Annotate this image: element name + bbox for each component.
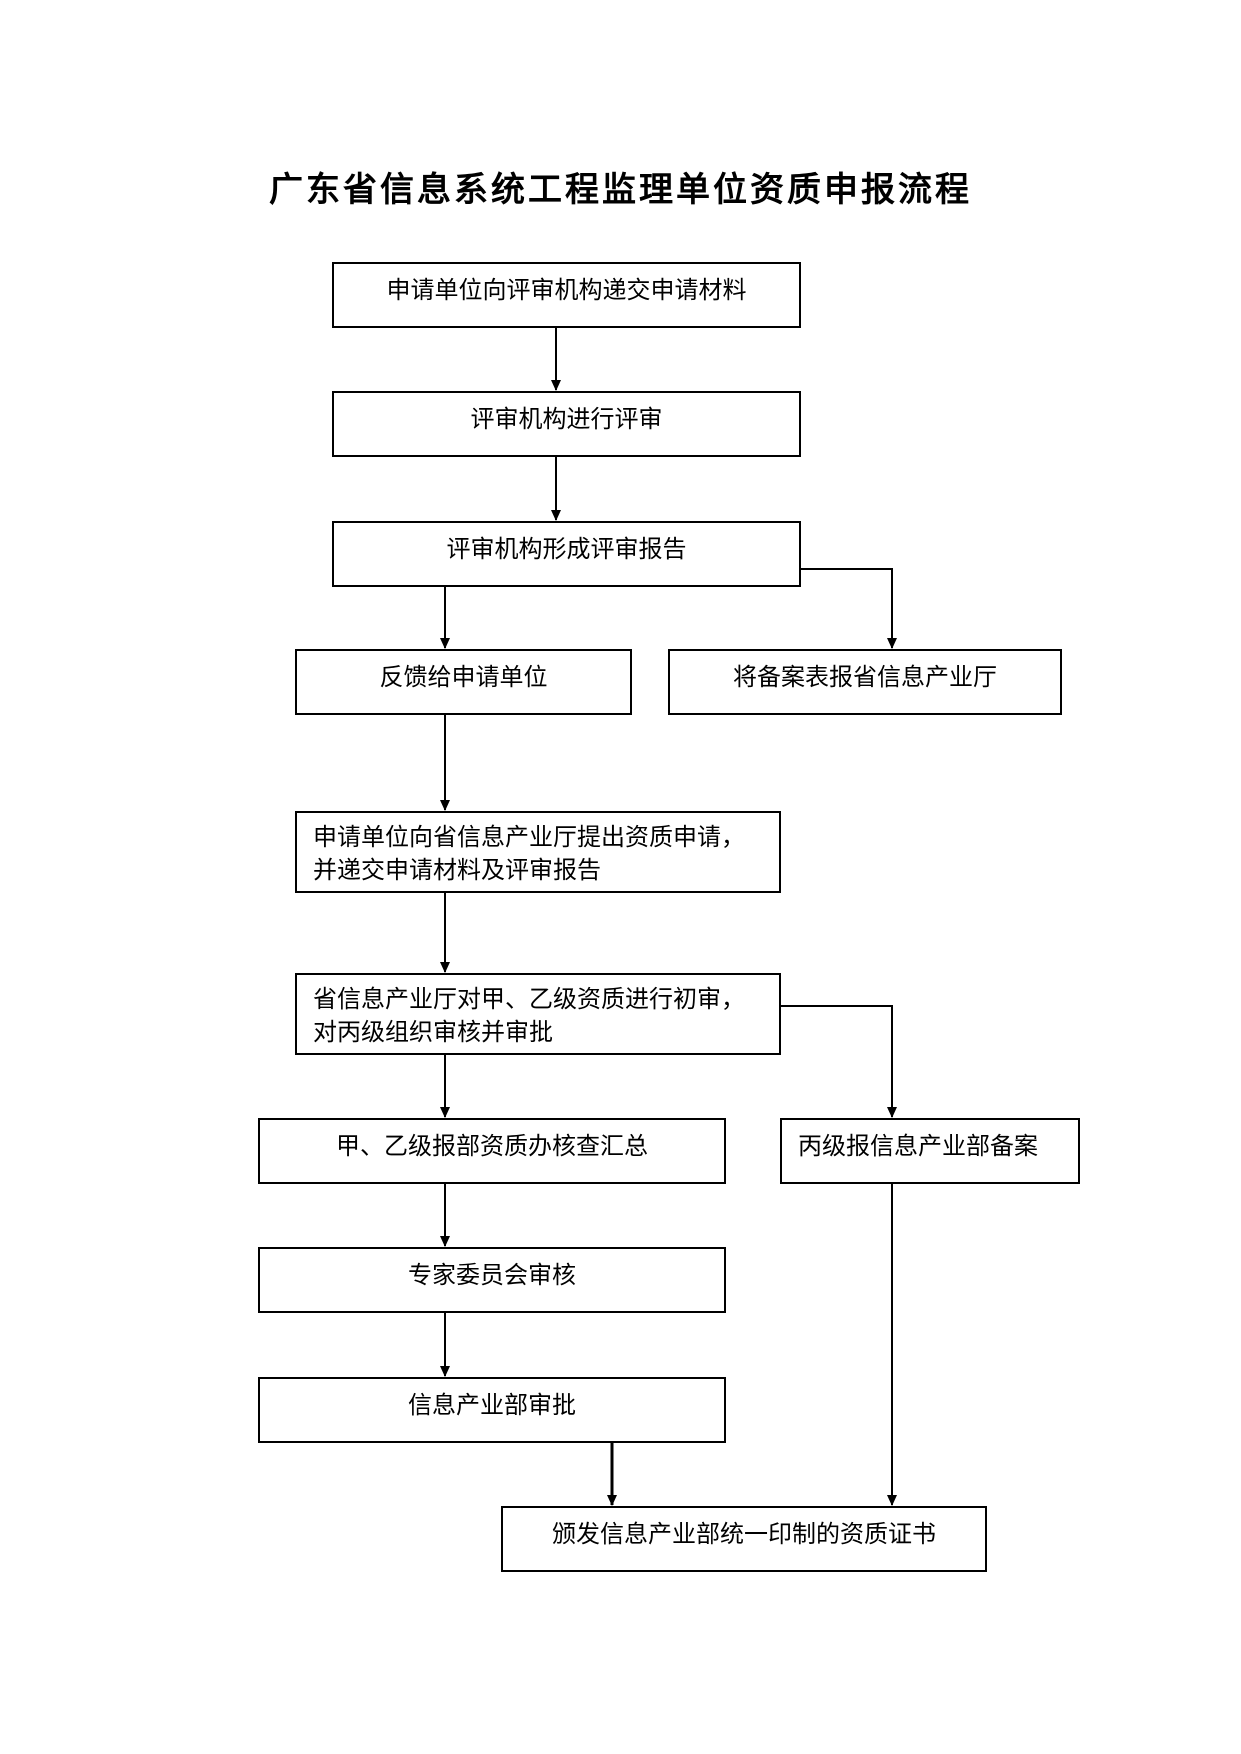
node-issue-cert: 颁发信息产业部统一印制的资质证书: [501, 1506, 987, 1572]
node-prelim-line1: 省信息产业厅对甲、乙级资质进行初审，: [313, 985, 745, 1013]
node-c-record: 丙级报信息产业部备案: [780, 1118, 1080, 1184]
node-prelim-line2: 对丙级组织审核并审批: [313, 1018, 553, 1046]
node-form-report: 评审机构形成评审报告: [332, 521, 801, 587]
page-title: 广东省信息系统工程监理单位资质申报流程: [269, 170, 972, 210]
node-prelim-review: 省信息产业厅对甲、乙级资质进行初审， 对丙级组织审核并审批: [295, 973, 781, 1055]
node-review: 评审机构进行评审: [332, 391, 801, 457]
node-apply-line1: 申请单位向省信息产业厅提出资质申请，: [313, 823, 745, 851]
node-expert-review: 专家委员会审核: [258, 1247, 726, 1313]
node-apply: 申请单位向省信息产业厅提出资质申请， 并递交申请材料及评审报告: [295, 811, 781, 893]
node-ministry-approve: 信息产业部审批: [258, 1377, 726, 1443]
node-apply-line2: 并递交申请材料及评审报告: [313, 856, 601, 884]
node-feedback: 反馈给申请单位: [295, 649, 632, 715]
node-file-report: 将备案表报省信息产业厅: [668, 649, 1062, 715]
node-ab-report: 甲、乙级报部资质办核查汇总: [258, 1118, 726, 1184]
node-submit-materials: 申请单位向评审机构递交申请材料: [332, 262, 801, 328]
arrow-report-to-file: [799, 568, 897, 649]
arrow-prelim-to-c-record: [780, 1005, 897, 1118]
